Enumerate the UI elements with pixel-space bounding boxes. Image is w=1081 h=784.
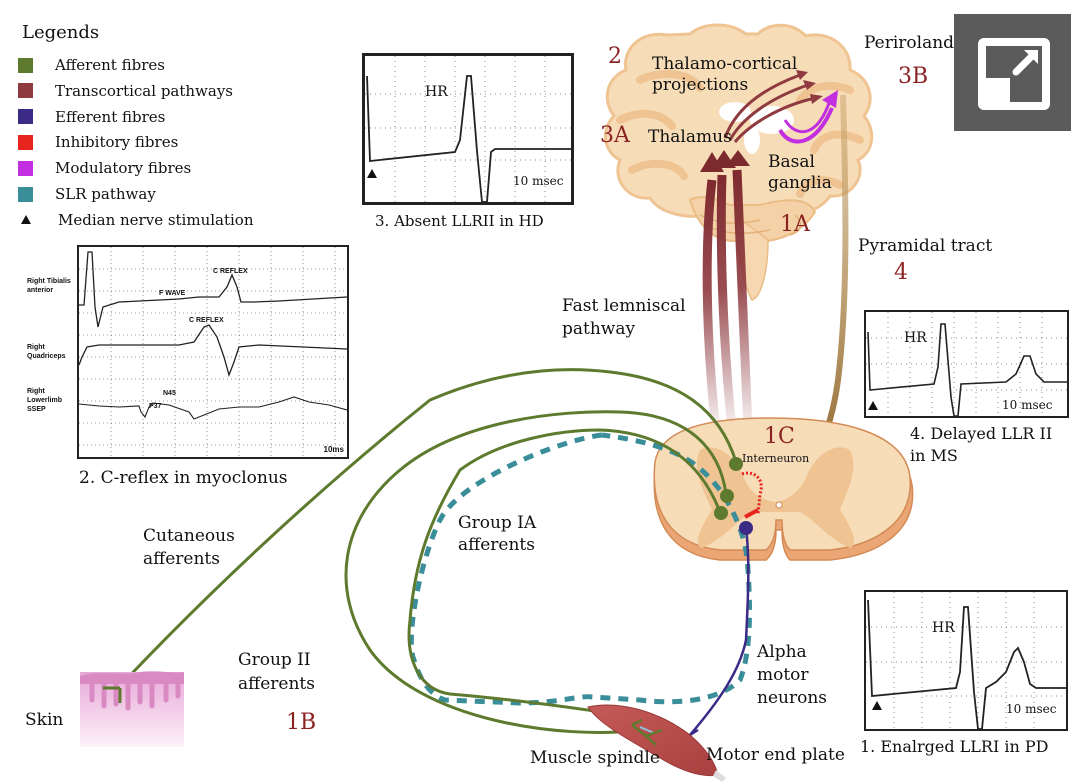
legend-label: Inhibitory fibres	[55, 133, 179, 152]
c-reflex-caption: 2. C-reflex in myoclonus	[79, 468, 288, 488]
label-motor: motor	[757, 665, 809, 685]
c-reflex-annotation-1: C REFLEX	[213, 268, 248, 275]
legend-title: Legends	[22, 22, 100, 43]
enlarged-llr-panel: HR 10 msec	[864, 590, 1068, 731]
legend-item: Modulatory fibres	[18, 158, 191, 178]
c-reflex-traces	[79, 247, 347, 457]
delayed-llr-panel: HR 10 msec	[864, 310, 1069, 418]
hr-label: HR	[425, 84, 448, 100]
row-label-quadriceps: Right Quadriceps	[27, 344, 66, 360]
legend-swatch	[18, 109, 33, 125]
label-basal: Basal	[768, 152, 815, 172]
marker-1a: 1A	[780, 212, 810, 237]
absent-llr-caption: 3. Absent LLRII in HD	[375, 212, 544, 230]
label-muscle-spindle: Muscle spindle	[530, 748, 660, 768]
absent-llr-trace	[365, 56, 571, 202]
marker-1b: 1B	[286, 710, 317, 735]
absent-llr-panel: HR 10 msec	[362, 53, 574, 205]
marker-1c: 1C	[764, 424, 795, 449]
legend-swatch	[18, 83, 33, 99]
expand-icon	[978, 38, 1050, 110]
marker-4: 4	[894, 260, 908, 285]
legend-swatch	[18, 186, 33, 202]
afferent-terminals	[714, 457, 743, 520]
label-thalamo-cortical: Thalamo-cortical	[652, 54, 798, 74]
legend-item: SLR pathway	[18, 184, 156, 204]
modulatory-arrowhead	[822, 90, 838, 108]
legend-item: Median nerve stimulation	[18, 210, 254, 230]
label-cutaneous: Cutaneous	[143, 526, 235, 546]
thalamo-cortical-arrows	[723, 73, 816, 143]
label-neurons: neurons	[757, 688, 827, 708]
legend-swatch	[18, 160, 33, 176]
legend-label: Transcortical pathways	[55, 81, 234, 100]
label-alpha: Alpha	[757, 642, 807, 662]
legend-swatch	[18, 57, 33, 73]
group-ia-afferent	[407, 428, 722, 720]
hr-label: HR	[904, 330, 927, 346]
fast-lemniscal-arrows	[702, 169, 753, 431]
legend-item: Efferent fibres	[18, 107, 165, 127]
cutaneous-afferent	[118, 368, 738, 688]
slr-pathway	[408, 432, 753, 706]
scale-label: 10 msec	[513, 174, 564, 188]
n45-annotation: N45	[163, 390, 176, 397]
triangle-marker-icon	[21, 215, 31, 225]
muscle-illustration	[587, 704, 726, 782]
row-label-ssep: Right Lowerlimb SSEP	[27, 388, 63, 413]
legend-item: Afferent fibres	[18, 55, 165, 75]
label-group-ii: Group II	[238, 650, 311, 670]
legend-item: Transcortical pathways	[18, 81, 233, 101]
hr-label: HR	[932, 620, 955, 636]
scale-label: 10 msec	[1002, 398, 1053, 412]
enlarged-llr-trace	[866, 592, 1066, 729]
c-reflex-annotation-2: C REFLEX	[189, 317, 224, 324]
label-group-ii-afferents: afferents	[238, 674, 315, 694]
motor-neuron-soma	[739, 521, 753, 535]
delayed-llr-caption-line1: 4. Delayed LLR II	[910, 424, 1053, 443]
label-group-ia-afferents: afferents	[458, 535, 535, 555]
c-reflex-panel: Right Tibialis anterior Right Quadriceps…	[27, 245, 349, 459]
marker-3b: 3B	[898, 64, 929, 89]
label-motor-end-plate: Motor end plate	[706, 745, 845, 765]
label-ganglia: ganglia	[768, 173, 832, 193]
alpha-motor-fibre	[689, 527, 750, 736]
legend-label: Efferent fibres	[55, 107, 166, 126]
label-pathway: pathway	[562, 319, 636, 339]
thalamo-cortical-arrowheads	[796, 70, 823, 104]
expand-button[interactable]	[954, 14, 1071, 131]
marker-2: 2	[608, 44, 622, 69]
delayed-llr-trace	[866, 312, 1067, 416]
group-ii-afferent	[344, 410, 728, 734]
scale-label: 10ms	[323, 445, 344, 454]
skin-illustration	[80, 671, 184, 747]
inhibitory-synapse	[744, 508, 759, 519]
legend-label: SLR pathway	[55, 185, 156, 203]
legend-item: Inhibitory fibres	[18, 132, 178, 152]
legend-label: Afferent fibres	[55, 56, 165, 74]
afferent-fibres	[118, 368, 738, 734]
scale-label: 10 msec	[1006, 702, 1057, 716]
label-interneuron: Interneuron	[742, 452, 810, 465]
f-wave-annotation: F WAVE	[159, 290, 186, 297]
modulatory-arrows	[778, 99, 834, 144]
label-skin: Skin	[25, 710, 64, 730]
row-label-tibialis: Right Tibialis anterior	[27, 278, 71, 294]
delayed-llr-caption-line2: in MS	[910, 446, 958, 465]
p37-annotation: P37	[149, 403, 162, 410]
legend-label: Median nerve stimulation	[58, 210, 254, 229]
label-projections: projections	[652, 75, 749, 95]
label-group-ia: Group IA	[458, 513, 537, 533]
marker-3a: 3A	[600, 123, 630, 148]
label-thalamus: Thalamus	[648, 127, 732, 147]
fast-lemniscal-arrowheads	[700, 150, 750, 172]
label-fast-lemniscal: Fast lemniscal	[562, 296, 686, 316]
label-periroland: Periroland	[864, 33, 955, 53]
label-cutaneous-afferents: afferents	[143, 549, 220, 569]
enlarged-llr-caption: 1. Enalrged LLRI in PD	[860, 737, 1049, 756]
legend-label: Modulatory fibres	[55, 159, 192, 178]
legend-swatch	[18, 134, 33, 150]
label-pyramidal-tract: Pyramidal tract	[858, 236, 993, 256]
